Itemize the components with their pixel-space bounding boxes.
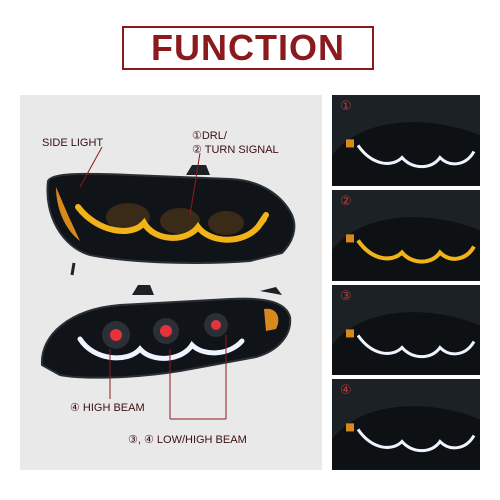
headlight-top [46, 165, 296, 276]
headlight-illustration-panel: SIDE LIGHT ①DRL/ ② TURN SIGNAL ④ HIGH BE… [20, 95, 322, 470]
thumbnail-drl: ① [332, 95, 480, 186]
thumbnail-number: ③ [340, 288, 352, 304]
headlight-illustration [40, 146, 296, 420]
title-frame: FUNCTION [122, 26, 374, 70]
label-side-light: SIDE LIGHT [42, 137, 104, 149]
thumbnail-number: ① [340, 99, 352, 114]
thumbnail-number: ② [340, 193, 352, 209]
thumbnail-number: ④ [340, 383, 352, 399]
label-drl: ①DRL/ [192, 130, 227, 142]
function-thumbnails: ① ② ③ ④ [332, 95, 480, 470]
label-low-high-beam: ③, ④ LOW/HIGH BEAM [128, 434, 247, 446]
label-high-beam: ④ HIGH BEAM [70, 402, 145, 414]
headlight-bottom [40, 285, 292, 379]
thumbnail-turn-signal: ② [332, 189, 480, 281]
thumbnail-low-beam: ③ [332, 284, 480, 376]
thumbnail-high-beam: ④ [332, 379, 480, 470]
label-turn-signal: ② TURN SIGNAL [192, 144, 279, 156]
page-title: FUNCTION [151, 27, 345, 68]
